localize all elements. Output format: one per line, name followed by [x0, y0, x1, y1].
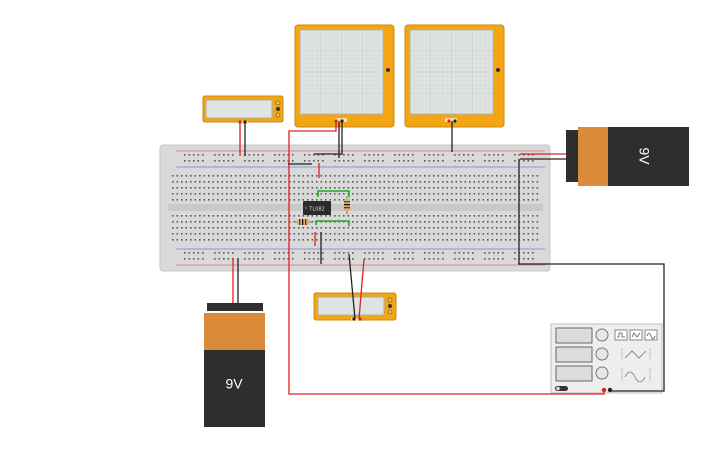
fg-frequency-knob-icon[interactable] [595, 328, 609, 342]
meter-dial-icon[interactable] [276, 107, 280, 111]
battery-9v-bottom-left[interactable]: 9V [204, 303, 265, 427]
multimeter-bottom[interactable] [313, 292, 397, 321]
resistor-right[interactable] [344, 196, 350, 214]
resistor-left[interactable] [294, 219, 312, 225]
sine-wave-icon [646, 332, 656, 340]
oscilloscope-right[interactable] [404, 24, 505, 128]
meter-dial-icon[interactable] [388, 304, 392, 308]
wires[interactable] [232, 121, 665, 395]
scope-right-knob-icon[interactable] [496, 68, 500, 72]
battery-bottom-left-label: 9V [225, 376, 243, 392]
multimeter-top-left[interactable] [202, 95, 284, 124]
meter-dial-icon[interactable] [275, 112, 281, 118]
scope-left-screen-grid [299, 29, 384, 115]
waveform-preview-triangle [624, 350, 647, 359]
meter-bottom-display [317, 296, 385, 316]
waveform-preview-sine [624, 371, 646, 383]
scope-left-knob-icon[interactable] [386, 68, 390, 72]
ic-chip[interactable]: TL082 [303, 201, 331, 215]
battery-9v-top-right[interactable]: 9V [566, 127, 689, 186]
meter-dial-icon[interactable] [275, 100, 281, 106]
triangle-wave-icon [631, 332, 641, 338]
battery-top-right-label: 9V [636, 147, 652, 165]
meter-top-left-display [205, 99, 273, 119]
scope-right-terminal-label [445, 118, 457, 122]
breadboard[interactable] [159, 144, 551, 272]
meter-dial-icon[interactable] [387, 297, 393, 303]
jumper-wire-green-top[interactable] [317, 190, 350, 197]
function-generator[interactable] [550, 323, 663, 394]
breadboard-holes[interactable] [172, 154, 539, 260]
square-wave-button[interactable] [614, 329, 628, 341]
jumper-wire-green-bottom[interactable] [315, 220, 350, 226]
oscilloscope-left[interactable] [294, 24, 395, 128]
ic-chip-label: TL082 [308, 207, 324, 213]
square-wave-icon [617, 332, 625, 338]
fg-amplitude-knob-icon[interactable] [595, 347, 609, 361]
fg-offset-knob-icon[interactable] [595, 366, 609, 380]
scope-right-screen-grid [409, 29, 494, 115]
meter-dial-icon[interactable] [387, 309, 393, 315]
